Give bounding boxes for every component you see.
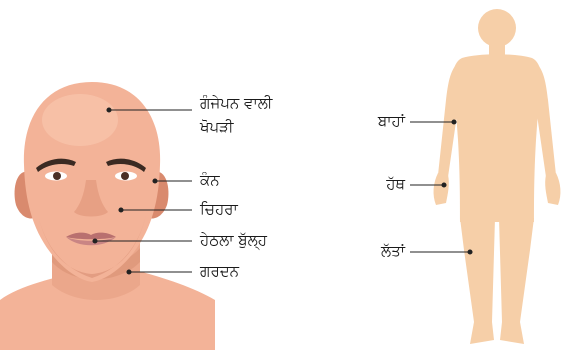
- label-face: ਚਿਹਰਾ: [200, 200, 238, 219]
- label-bald-skull-line1: ਗੰਜੇਪਨ ਵਾਲੀ: [200, 94, 272, 113]
- body-hand-right: [545, 173, 560, 205]
- leader-hand-dot: [442, 183, 446, 187]
- label-hand: ਹੱਥ: [386, 175, 405, 194]
- body-leg-left: [460, 218, 495, 344]
- leader-bald-skull-dot: [107, 108, 111, 112]
- leader-face-dot: [119, 208, 123, 212]
- label-arms: ਬਾਹਾਂ: [378, 112, 405, 131]
- body-leg-right: [499, 218, 534, 344]
- body-silhouette: [434, 9, 561, 344]
- skull-highlight: [42, 94, 118, 146]
- body-neck: [489, 44, 505, 56]
- label-bald-skull-line2: ਖੋਪੜੀ: [200, 118, 234, 137]
- leader-neck-dot: [127, 270, 131, 274]
- leader-ear-dot: [153, 179, 157, 183]
- body-torso: [453, 54, 540, 222]
- head-illustration: [0, 82, 215, 350]
- label-lower-lip: ਹੇਠਲਾ ਬੁੱਲ੍ਹ: [200, 231, 267, 250]
- iris-left: [53, 172, 61, 180]
- label-legs: ਲੱਤਾਂ: [381, 242, 405, 261]
- body-head: [478, 9, 516, 47]
- iris-right: [121, 172, 129, 180]
- label-ear: ਕੰਨ: [200, 171, 220, 190]
- body-hand-left: [434, 173, 449, 205]
- leader-legs-dot: [468, 250, 472, 254]
- label-neck: ਗਰਦਨ: [200, 262, 239, 281]
- leader-arms-dot: [452, 120, 456, 124]
- leader-lower-lip-dot: [93, 239, 97, 243]
